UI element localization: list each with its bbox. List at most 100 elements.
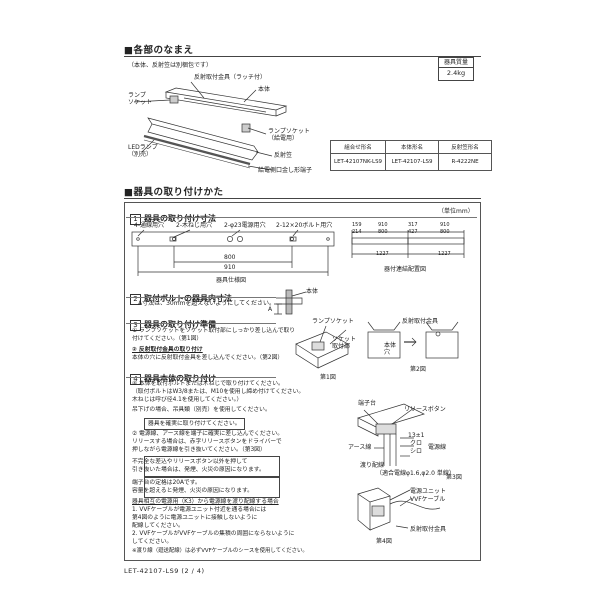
fig2-label: 反射取付金具	[402, 318, 439, 325]
install-frame	[124, 202, 481, 561]
step3-line: 付けてください。（第1図）	[132, 336, 203, 342]
section-title-parts: ■各部のなまえ	[124, 45, 194, 56]
packaging-note: （本体、反射笠は別梱包です）	[128, 62, 213, 69]
mass-box: 器具質量 2.4kg	[438, 57, 474, 81]
step4-line: リリースする場合は、赤字リリースボタンをドライバーで	[132, 439, 282, 445]
fig3-label: 電源線	[428, 444, 447, 451]
dim-800: 800	[224, 254, 236, 261]
step4-line: ② 電源線、アース線を端子に確実に差し込んでください。	[132, 431, 284, 437]
fig3-caption: 第3図	[446, 474, 462, 481]
step3-line: 本体の穴に反射取付金具を差し込んでください。（第2図）	[132, 355, 284, 361]
fig3-label: アース線	[348, 444, 372, 451]
right-dim: 800	[440, 229, 450, 235]
figure-3-drawing	[357, 403, 425, 466]
warning-line: 不完全な差込やリリースボタン以外を押して	[132, 459, 248, 465]
right-dim: 214	[352, 229, 362, 235]
right-dim: 910	[378, 222, 388, 228]
fig3-label: リリースボタン	[404, 406, 446, 413]
right-dim: 910	[440, 222, 450, 228]
fig2-caption: 第2図	[410, 366, 426, 373]
warning-line: 容量を超えると発煙、火災の原因になります。	[132, 488, 253, 494]
figure-1-drawing	[295, 325, 349, 369]
section-title-install: ■器具の取り付けかた	[124, 187, 224, 198]
fig1-caption: 第1図	[320, 374, 336, 381]
step4-line: ④ 本体を取付ボルトまたは木ねじで取り付けてください。	[132, 381, 284, 387]
fig1-label: ソケット 取付部	[332, 336, 357, 350]
table-cell: LET-42107-LS9	[385, 153, 440, 171]
fig3-label: クロ	[410, 440, 423, 447]
figure-2-drawing	[367, 321, 459, 359]
step3-line: ② 反射取付金具の取り付け	[132, 347, 203, 353]
page-footer: LET-42107-LS9 (2 / 4)	[124, 567, 205, 575]
hole-label: 2-木ねじ用穴	[176, 222, 212, 229]
label-terminal: 給電側口金し形端子	[258, 167, 313, 174]
fig4-caption: 第4図	[376, 538, 392, 545]
warning-line: 端子台の定格は20Aです。	[132, 480, 201, 486]
mass-value: 2.4kg	[446, 69, 466, 77]
label-reflector: 反射笠	[274, 152, 293, 159]
hole-label: 2-φ23電源用穴	[224, 222, 266, 229]
mounting-dimension-drawing	[131, 229, 335, 276]
table-row: LET-42107NK-LS9 LET-42107-LS9 R-4222NE	[329, 153, 493, 171]
mass-label: 器具質量	[439, 58, 473, 68]
step4-line: 1. VVFケーブルが電源ユニット付近を通る場合には	[132, 507, 267, 513]
section-rule	[124, 198, 481, 199]
table-header-cell: 組合せ形名	[329, 140, 387, 154]
right-dim: 317	[408, 222, 418, 228]
bolt-drawing	[274, 289, 307, 315]
hole-label: 4-通線用穴	[134, 222, 164, 229]
step4-line: 2. VVFケーブルがVVFケーブルの集積の周囲にならないように	[132, 531, 295, 537]
table-header-row: 組合せ形名 本体形名 反射笠形名	[329, 140, 493, 154]
right-dim: 800	[378, 229, 388, 235]
fig1-label: ランプソケット	[312, 318, 354, 325]
step4-line: 吊下げの場合、吊具類（別売）を使用してください。	[132, 407, 271, 413]
step-rule	[126, 217, 477, 218]
right-dim: 159	[352, 222, 362, 228]
label-led-lamp: LEDランプ （別売）	[128, 144, 158, 158]
step2-text: A寸法は、30mmを超えないようにしてください。	[138, 300, 275, 307]
step3-line: ① ランプソケットをソケット取付部にしっかり差し込んで取り	[132, 328, 296, 334]
table-header-cell: 本体形名	[385, 140, 440, 154]
figure-4-drawing	[357, 487, 441, 531]
step4-line: 配線してください。	[132, 523, 184, 529]
step4-line: ※渡り線（廻送配線）は必ずVVFケーブルのシースを使用してください。	[132, 548, 308, 554]
step-rule	[126, 297, 276, 298]
right-dim: 427	[408, 229, 418, 235]
step-number: 1	[130, 214, 141, 225]
table-cell: LET-42107NK-LS9	[329, 153, 387, 171]
label-reflector-fixture: 反射取付金具（ラッチ付）	[194, 74, 267, 81]
hole-label: 2-12×20ボルト用穴	[276, 222, 333, 229]
warning-box-rating: 端子台の定格は20Aです。 容量を超えると発煙、火災の原因になります。	[132, 477, 280, 498]
step4-line: 器具相互の電源用（K3）から電源線を渡り配線する場合	[132, 499, 279, 505]
step-number: 2	[130, 294, 141, 305]
label-body: 本体	[258, 86, 271, 93]
fig4-label: VVFケーブル	[410, 496, 446, 503]
fig2-label: 穴	[384, 349, 391, 356]
step-rule	[126, 323, 276, 324]
fig3-label: （適合電線φ1.6,φ2.0 単線）	[376, 470, 455, 477]
table-header-cell: 反射笠形名	[438, 140, 493, 154]
fig4-label: 電源ユニット	[410, 488, 447, 495]
step4-line: 押しながら電源線を引き抜いてください。（第3図）	[132, 447, 266, 453]
dim-910: 910	[224, 264, 236, 271]
fig3-label: 端子台	[358, 400, 377, 407]
step-title: 器具の取り付け寸法	[144, 214, 216, 223]
step4-line: してください。	[132, 539, 173, 545]
fig4-label: 反射取付金具	[410, 526, 447, 533]
warning-box-release: 不完全な差込やリリースボタン以外を押して 引き抜いた場合は、発煙、火災の原因にな…	[132, 456, 280, 477]
step-rule	[126, 377, 276, 378]
parts-table: 組合せ形名 本体形名 反射笠形名 LET-42107NK-LS9 LET-421…	[329, 140, 493, 171]
step-title: 器具の取り付け準備	[144, 320, 216, 329]
warning-box: 器具を確実に取り付けてください。	[144, 418, 245, 430]
connected-layout-drawing	[351, 230, 465, 258]
section-rule	[124, 56, 481, 57]
step4-line: 第4図のように電源ユニットに接触しないように	[132, 515, 258, 521]
table-cell: R-4222NE	[438, 153, 493, 171]
step-number: 4	[130, 374, 141, 385]
fig3-label: 13±1	[408, 432, 425, 439]
drawing-caption: 器具仕様図	[216, 277, 247, 284]
label-lamp-socket: ランプ ソケット	[128, 92, 153, 106]
